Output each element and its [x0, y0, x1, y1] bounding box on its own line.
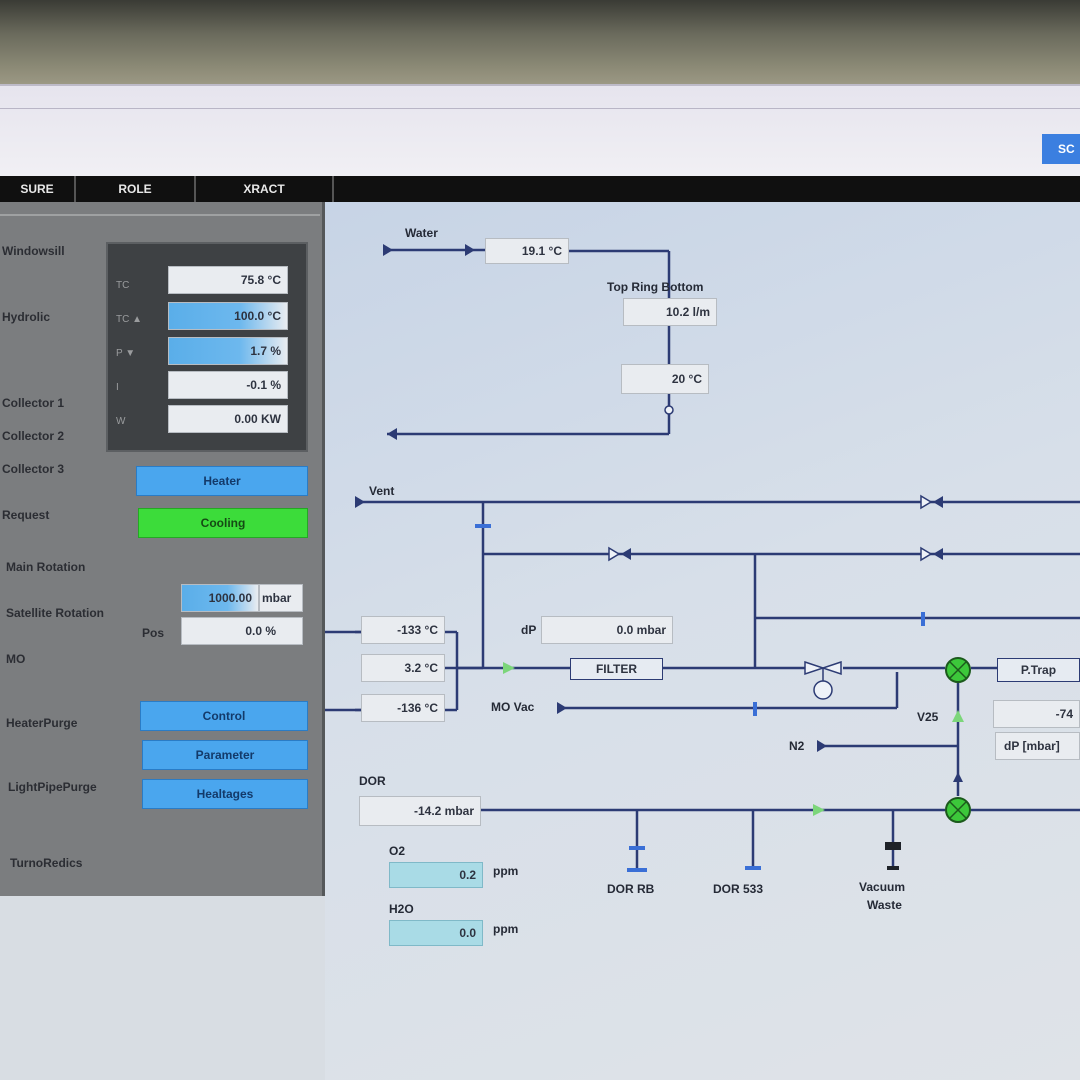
vent-label: Vent	[369, 484, 395, 498]
dp-label: dP	[521, 623, 537, 637]
parameter-button[interactable]: Parameter	[142, 740, 308, 770]
arrow-icon	[355, 496, 365, 508]
label-light-pipe-purge: LightPipePurge	[8, 780, 97, 794]
h2o-label: H2O	[389, 902, 414, 916]
reading-percent-2: -0.1 %	[168, 371, 288, 399]
title-bar: SC	[0, 84, 1080, 178]
h2o-field: 0.0	[389, 920, 483, 946]
corner-button[interactable]: SC	[1042, 134, 1080, 164]
label-request: Request	[2, 508, 50, 522]
reading-percent-1: 1.7 %	[168, 337, 288, 365]
label-main-rotation: Main Rotation	[6, 560, 86, 574]
water-label: Water	[405, 226, 438, 240]
control-valve-icon	[804, 660, 826, 676]
right-value-field: -74	[993, 700, 1080, 728]
check-valve-icon	[813, 804, 825, 816]
label-collector-2: Collector 2	[2, 429, 65, 443]
arrow-icon	[621, 548, 631, 560]
panel-divider	[0, 214, 320, 216]
valve-marker-icon	[753, 702, 757, 716]
cooling-button[interactable]: Cooling	[138, 508, 308, 538]
p-trap-box: P.Trap	[997, 658, 1080, 682]
dor-rb-label: DOR RB	[607, 882, 655, 896]
valve-icon	[920, 546, 933, 562]
arrow-icon	[387, 428, 397, 440]
h2o-unit: ppm	[493, 922, 519, 936]
menu-item-role[interactable]: ROLE	[76, 176, 196, 202]
vacuum-valve-icon	[885, 842, 901, 850]
menu-item-sure[interactable]: SURE	[0, 176, 76, 202]
ring-temp-field: 20 °C	[621, 364, 709, 394]
arrow-icon	[817, 740, 827, 752]
temp-field-2: 3.2 °C	[361, 654, 445, 682]
dor-label: DOR	[359, 774, 386, 788]
label-windowsill: Windowsill	[2, 244, 65, 258]
dp-field: 0.0 mbar	[541, 616, 673, 644]
n2-label: N2	[789, 739, 805, 753]
top-ring-label: Top Ring Bottom	[607, 280, 704, 294]
title-divider	[0, 108, 1080, 109]
o2-field: 0.2	[389, 862, 483, 888]
label-hydrolic: Hydrolic	[2, 310, 51, 324]
waste-label: Waste	[867, 898, 902, 912]
healtages-button[interactable]: Healtages	[142, 779, 308, 809]
valve-icon	[608, 546, 621, 562]
flow-field: 10.2 l/m	[623, 298, 717, 326]
label-mo: MO	[6, 652, 26, 666]
arrow-icon	[933, 496, 943, 508]
arrow-icon	[465, 244, 475, 256]
pipe-diagram	[325, 244, 1080, 872]
valve-icon	[920, 494, 933, 510]
arrow-icon	[557, 702, 567, 714]
valve-marker-icon	[921, 612, 925, 626]
mo-vac-label: MO Vac	[491, 700, 535, 714]
reading-temp-2: 100.0 °C	[168, 302, 288, 330]
arrow-icon	[933, 548, 943, 560]
v25-label: V25	[917, 710, 939, 724]
process-diagram: Water 19.1 °C Top Ring Bottom 10.2 l/m 2…	[325, 202, 1080, 1080]
label-turno-redics: TurnoRedics	[10, 856, 83, 870]
monitor-bezel	[0, 0, 1080, 84]
menu-bar: SURE ROLE XRACT	[0, 176, 1080, 202]
readings-box: TC TC ▲ P ▼ I W 75.8 °C 100.0 °C 1.7 % -…	[106, 242, 308, 452]
dor-533-label: DOR 533	[713, 882, 764, 896]
arrow-icon	[383, 244, 393, 256]
sensor-icon	[664, 405, 674, 415]
label-satellite-rotation: Satellite Rotation	[6, 606, 105, 620]
reading-symbol: I	[116, 382, 119, 393]
filter-box: FILTER	[570, 658, 663, 680]
pos-field[interactable]: 0.0 %	[181, 617, 303, 645]
valve-marker-icon	[629, 846, 645, 850]
label-pos: Pos	[142, 626, 165, 640]
reading-symbol: TC ▲	[116, 314, 143, 325]
heater-button[interactable]: Heater	[136, 466, 308, 496]
control-button[interactable]: Control	[140, 701, 308, 731]
pressure-unit: mbar	[259, 584, 303, 612]
temp-field-1: -133 °C	[361, 616, 445, 644]
reading-temp-1: 75.8 °C	[168, 266, 288, 294]
label-heater-purge: HeaterPurge	[6, 716, 78, 730]
dp-unit-label: dP [mbar]	[995, 732, 1080, 760]
reading-symbol: W	[116, 416, 126, 427]
arrow-icon	[953, 772, 963, 782]
label-collector-3: Collector 3	[2, 462, 65, 476]
reading-symbol: TC	[116, 280, 130, 291]
dor-field: -14.2 mbar	[359, 796, 481, 826]
reading-symbol: P ▼	[116, 348, 136, 359]
left-control-panel: Windowsill Hydrolic Collector 1 Collecto…	[0, 202, 325, 896]
pressure-field[interactable]: 1000.00	[181, 584, 259, 612]
actuator-icon	[813, 680, 833, 700]
temp-field-3: -136 °C	[361, 694, 445, 722]
vacuum-label: Vacuum	[859, 880, 906, 894]
reading-power: 0.00 KW	[168, 405, 288, 433]
water-temp-field: 19.1 °C	[485, 238, 569, 264]
o2-label: O2	[389, 844, 406, 858]
check-valve-icon	[952, 710, 964, 722]
check-valve-icon	[503, 662, 515, 674]
label-collector-1: Collector 1	[2, 396, 65, 410]
valve-marker-icon	[475, 524, 491, 528]
menu-item-xract[interactable]: XRACT	[196, 176, 334, 202]
o2-unit: ppm	[493, 864, 519, 878]
